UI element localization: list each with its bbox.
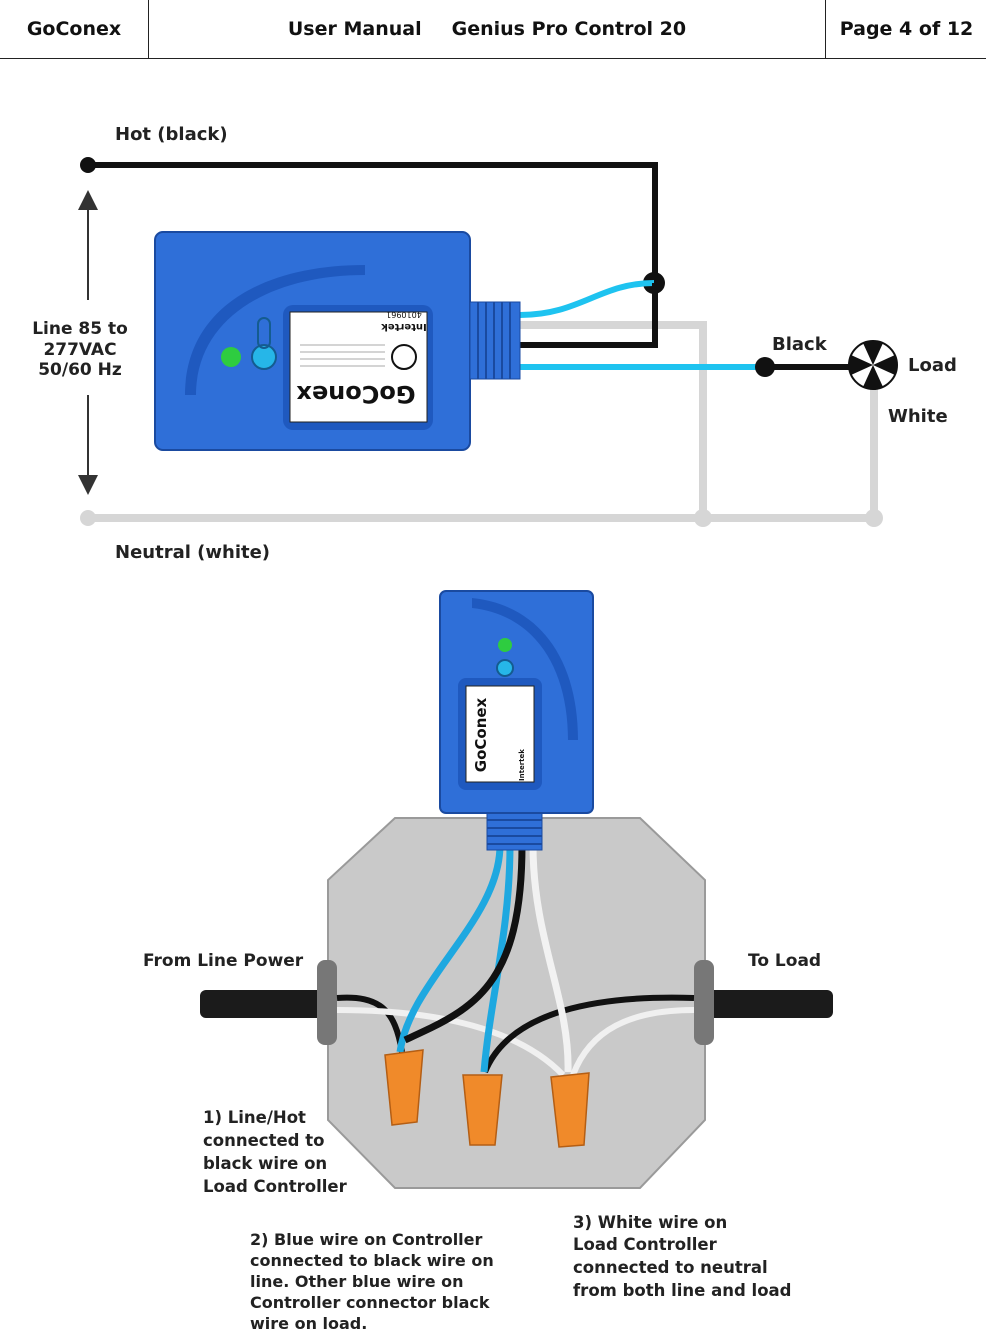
wire-nut-1-icon — [384, 1049, 424, 1126]
wiring-schematic: Hot (black) Neutral (white) Line 85 to 2… — [32, 124, 957, 563]
header-manual: User Manual — [287, 18, 422, 40]
page-header: GoConex User Manual Genius Pro Control 2… — [0, 0, 986, 59]
status-led-green-2 — [498, 638, 512, 652]
line-voltage-label-1: Line 85 to — [32, 319, 128, 339]
note-2-line-1: 2) Blue wire on Controller — [250, 1230, 483, 1249]
header-product: Genius Pro Control 20 — [451, 18, 687, 40]
to-load-label: To Load — [748, 951, 821, 971]
load-junction — [755, 357, 775, 377]
note-2-line-2: connected to black wire on — [250, 1251, 494, 1270]
controller-blue-wire-in — [519, 280, 655, 318]
note-3-line-1: 3) White wire on — [573, 1213, 727, 1232]
wire-nut-2-icon — [462, 1074, 503, 1146]
note-2-line-3: line. Other blue wire on — [250, 1272, 464, 1291]
header-title: User Manual Genius Pro Control 20 — [150, 0, 824, 58]
status-led-green — [221, 347, 241, 367]
controller-black-wire — [520, 283, 658, 348]
note-1-line-2: connected to — [203, 1131, 324, 1150]
note-1-line-3: black wire on — [203, 1154, 327, 1173]
load-cable — [705, 990, 833, 1018]
device1-brand: GoConex — [296, 380, 416, 408]
note-3-line-3: connected to neutral — [573, 1258, 768, 1277]
cable-clamp-left — [317, 960, 337, 1045]
hot-label: Hot (black) — [115, 124, 228, 145]
cable-clamp-right — [694, 960, 714, 1045]
line-white-conductor — [336, 1007, 566, 1078]
white-label: White — [888, 406, 948, 427]
line-cable — [200, 990, 328, 1018]
note-3-line-2: Load Controller — [573, 1235, 718, 1254]
note-2-line-4: Controller connector black — [250, 1293, 490, 1312]
note-3-line-4: from both line and load — [573, 1281, 791, 1300]
wire-nut-3-icon — [550, 1072, 590, 1148]
device2-cert-brand: Intertek — [518, 749, 526, 781]
black-label: Black — [772, 334, 828, 355]
status-led-blue-2 — [496, 659, 514, 677]
line-voltage-label-2: 277VAC — [43, 340, 116, 360]
line-voltage-label-3: 50/60 Hz — [38, 360, 122, 380]
load-controller-device: GoConex Intertek 4010961 — [154, 231, 521, 451]
load-label: Load — [908, 355, 957, 376]
neutral-terminal — [80, 510, 96, 526]
note-2-line-5: wire on load. — [250, 1314, 367, 1331]
note-1-line-4: Load Controller — [203, 1177, 348, 1196]
load-controller-device-vertical: GoConex Intertek — [439, 590, 594, 814]
header-company: GoConex — [0, 0, 149, 58]
note-3: 3) White wire on Load Controller connect… — [573, 1213, 791, 1300]
junction-box-illustration: GoConex Intertek From Line Power To Load… — [143, 590, 833, 1331]
neutral-junction-1 — [694, 509, 712, 527]
device1-cert-brand: Intertek — [381, 321, 427, 332]
note-1-line-1: 1) Line/Hot — [203, 1108, 306, 1127]
etl-mark-icon — [391, 344, 417, 370]
header-page-number: Page 4 of 12 — [825, 0, 986, 58]
device1-cert-number: 4010961 — [386, 310, 422, 319]
controller-white-lead — [529, 844, 572, 1073]
status-led-blue — [251, 344, 277, 370]
label-fine-print — [300, 344, 385, 367]
from-line-label: From Line Power — [143, 951, 304, 971]
controller-black-lead — [403, 844, 526, 1044]
controller-blue-lead-1 — [396, 844, 504, 1053]
load-white-conductor — [570, 1007, 695, 1077]
neutral-controller-wire — [520, 321, 707, 518]
note-1: 1) Line/Hot connected to black wire on L… — [203, 1108, 348, 1196]
neutral-label: Neutral (white) — [115, 542, 270, 563]
device2-brand: GoConex — [472, 697, 490, 772]
hot-wire — [88, 162, 658, 283]
load-lamp-icon — [848, 340, 898, 390]
hot-terminal — [80, 157, 96, 173]
note-2: 2) Blue wire on Controller connected to … — [250, 1230, 494, 1331]
neutral-junction-2 — [865, 509, 883, 527]
junction-box — [327, 817, 706, 1189]
